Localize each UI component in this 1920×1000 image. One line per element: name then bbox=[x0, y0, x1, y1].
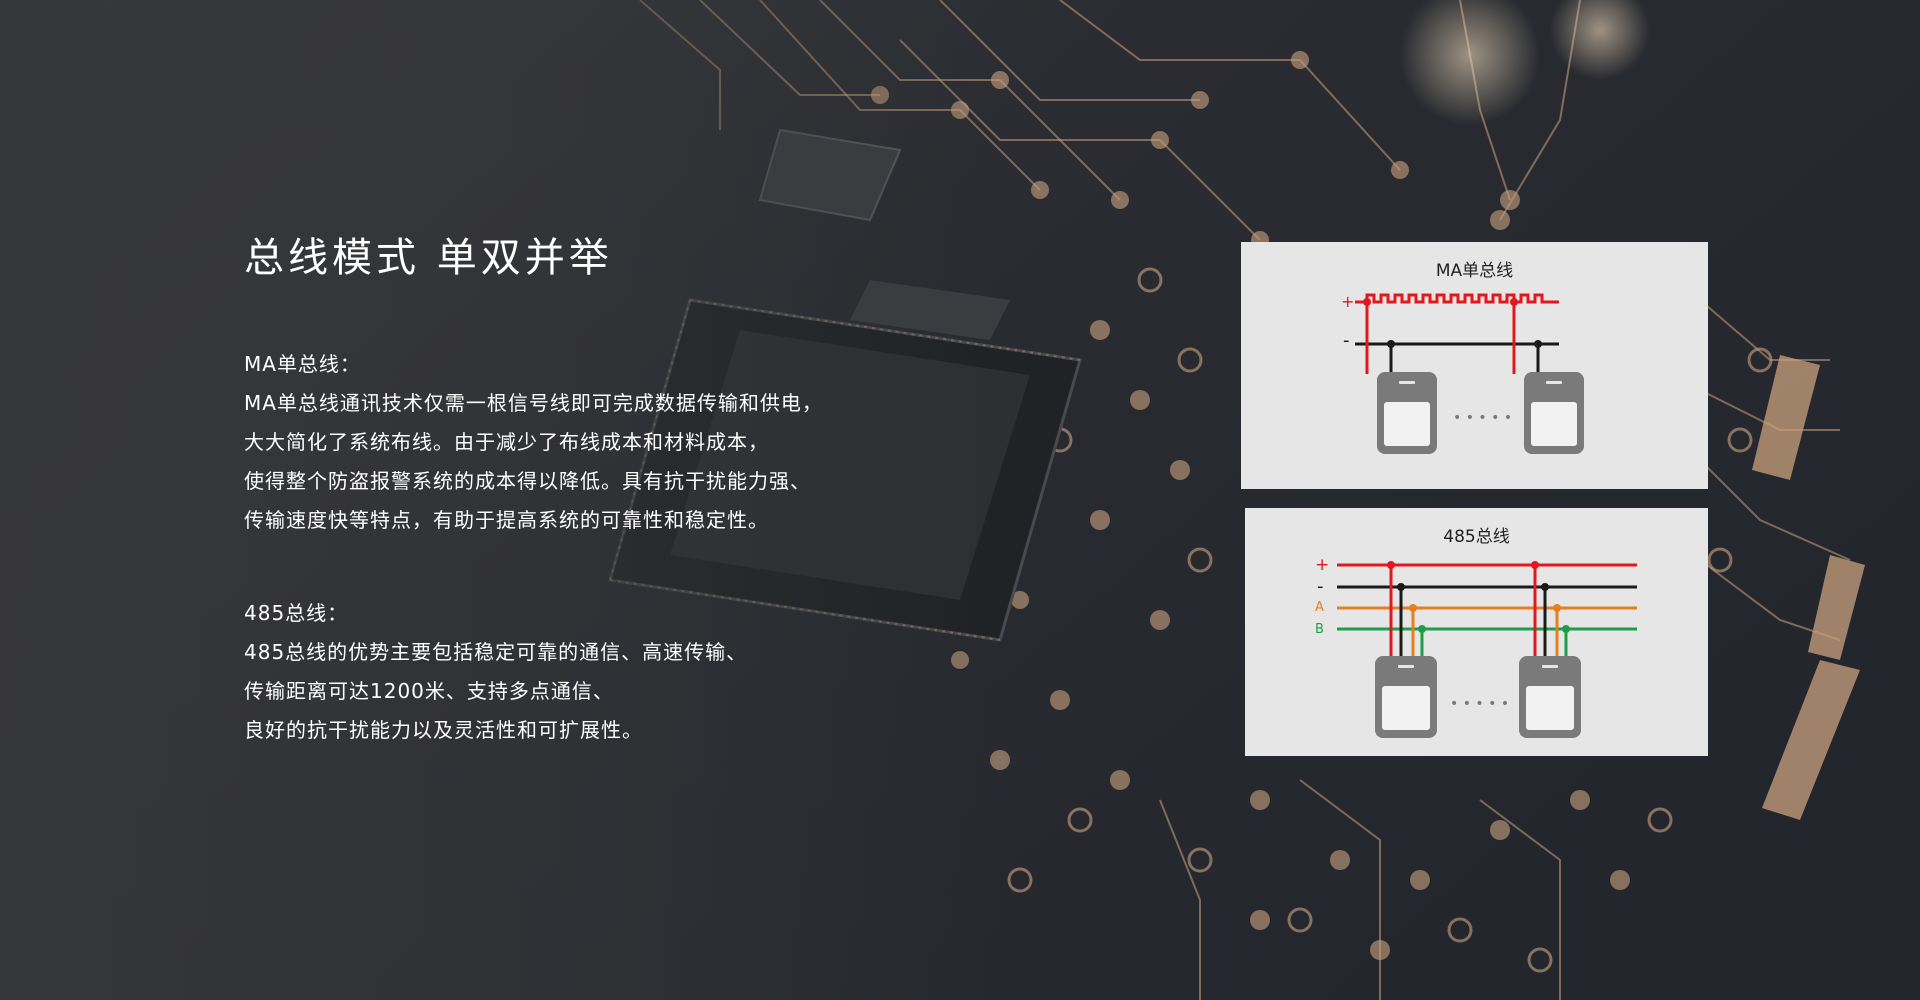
rs485-section-line: 传输距离可达1200米、支持多点通信、 bbox=[244, 679, 614, 703]
rs485-section: 485总线： 485总线的优势主要包括稳定可靠的通信、高速传输、 传输距离可达1… bbox=[244, 594, 944, 750]
rs485-ellipsis: • • • • • bbox=[1450, 696, 1509, 712]
device-icon bbox=[1377, 372, 1437, 454]
ma-section: MA单总线： MA单总线通讯技术仅需一根信号线即可完成数据传输和供电， 大大简化… bbox=[244, 345, 944, 540]
rs485-b-label: B bbox=[1315, 622, 1324, 637]
ma-section-line: 大大简化了系统布线。由于减少了布线成本和材料成本， bbox=[244, 430, 769, 454]
rs485-section-line: 良好的抗干扰能力以及灵活性和可扩展性。 bbox=[244, 718, 643, 742]
rs485-diagram-title: 485总线 bbox=[1443, 527, 1510, 547]
device-icon bbox=[1375, 656, 1437, 738]
page-title: 总线模式 单双并举 bbox=[244, 235, 613, 281]
rs485-a-label: A bbox=[1315, 600, 1324, 615]
rs485-diagram-graphic: + - A B • • • • • bbox=[1315, 555, 1637, 738]
ma-ellipsis: • • • • • bbox=[1453, 410, 1512, 426]
ma-signal-line bbox=[1355, 293, 1559, 304]
rs485-section-line: 485总线的优势主要包括稳定可靠的通信、高速传输、 bbox=[244, 640, 748, 664]
ma-section-line: 传输速度快等特点，有助于提高系统的可靠性和稳定性。 bbox=[244, 508, 769, 532]
device-icon bbox=[1519, 656, 1581, 738]
ma-diagram-graphic: + - • • • • • bbox=[1341, 292, 1584, 454]
device-icon bbox=[1524, 372, 1584, 454]
ma-minus-label: - bbox=[1343, 330, 1350, 351]
rs485-section-title: 485总线： bbox=[244, 601, 349, 625]
rs485-plus-label: + bbox=[1315, 555, 1329, 575]
ma-section-line: 使得整个防盗报警系统的成本得以降低。具有抗干扰能力强、 bbox=[244, 469, 811, 493]
rs485-bus-diagram: 485总线 + - A B • bbox=[1245, 508, 1708, 756]
ma-plus-label: + bbox=[1341, 292, 1354, 311]
ma-diagram-title: MA单总线 bbox=[1435, 261, 1514, 281]
ma-bus-diagram: MA单总线 + - • • • • • bbox=[1241, 242, 1708, 489]
text-content: 总线模式 单双并举 MA单总线： MA单总线通讯技术仅需一根信号线即可完成数据传… bbox=[244, 225, 944, 750]
ma-section-title: MA单总线： bbox=[244, 352, 361, 376]
rs485-minus-label: - bbox=[1317, 576, 1324, 597]
ma-section-line: MA单总线通讯技术仅需一根信号线即可完成数据传输和供电， bbox=[244, 391, 823, 415]
